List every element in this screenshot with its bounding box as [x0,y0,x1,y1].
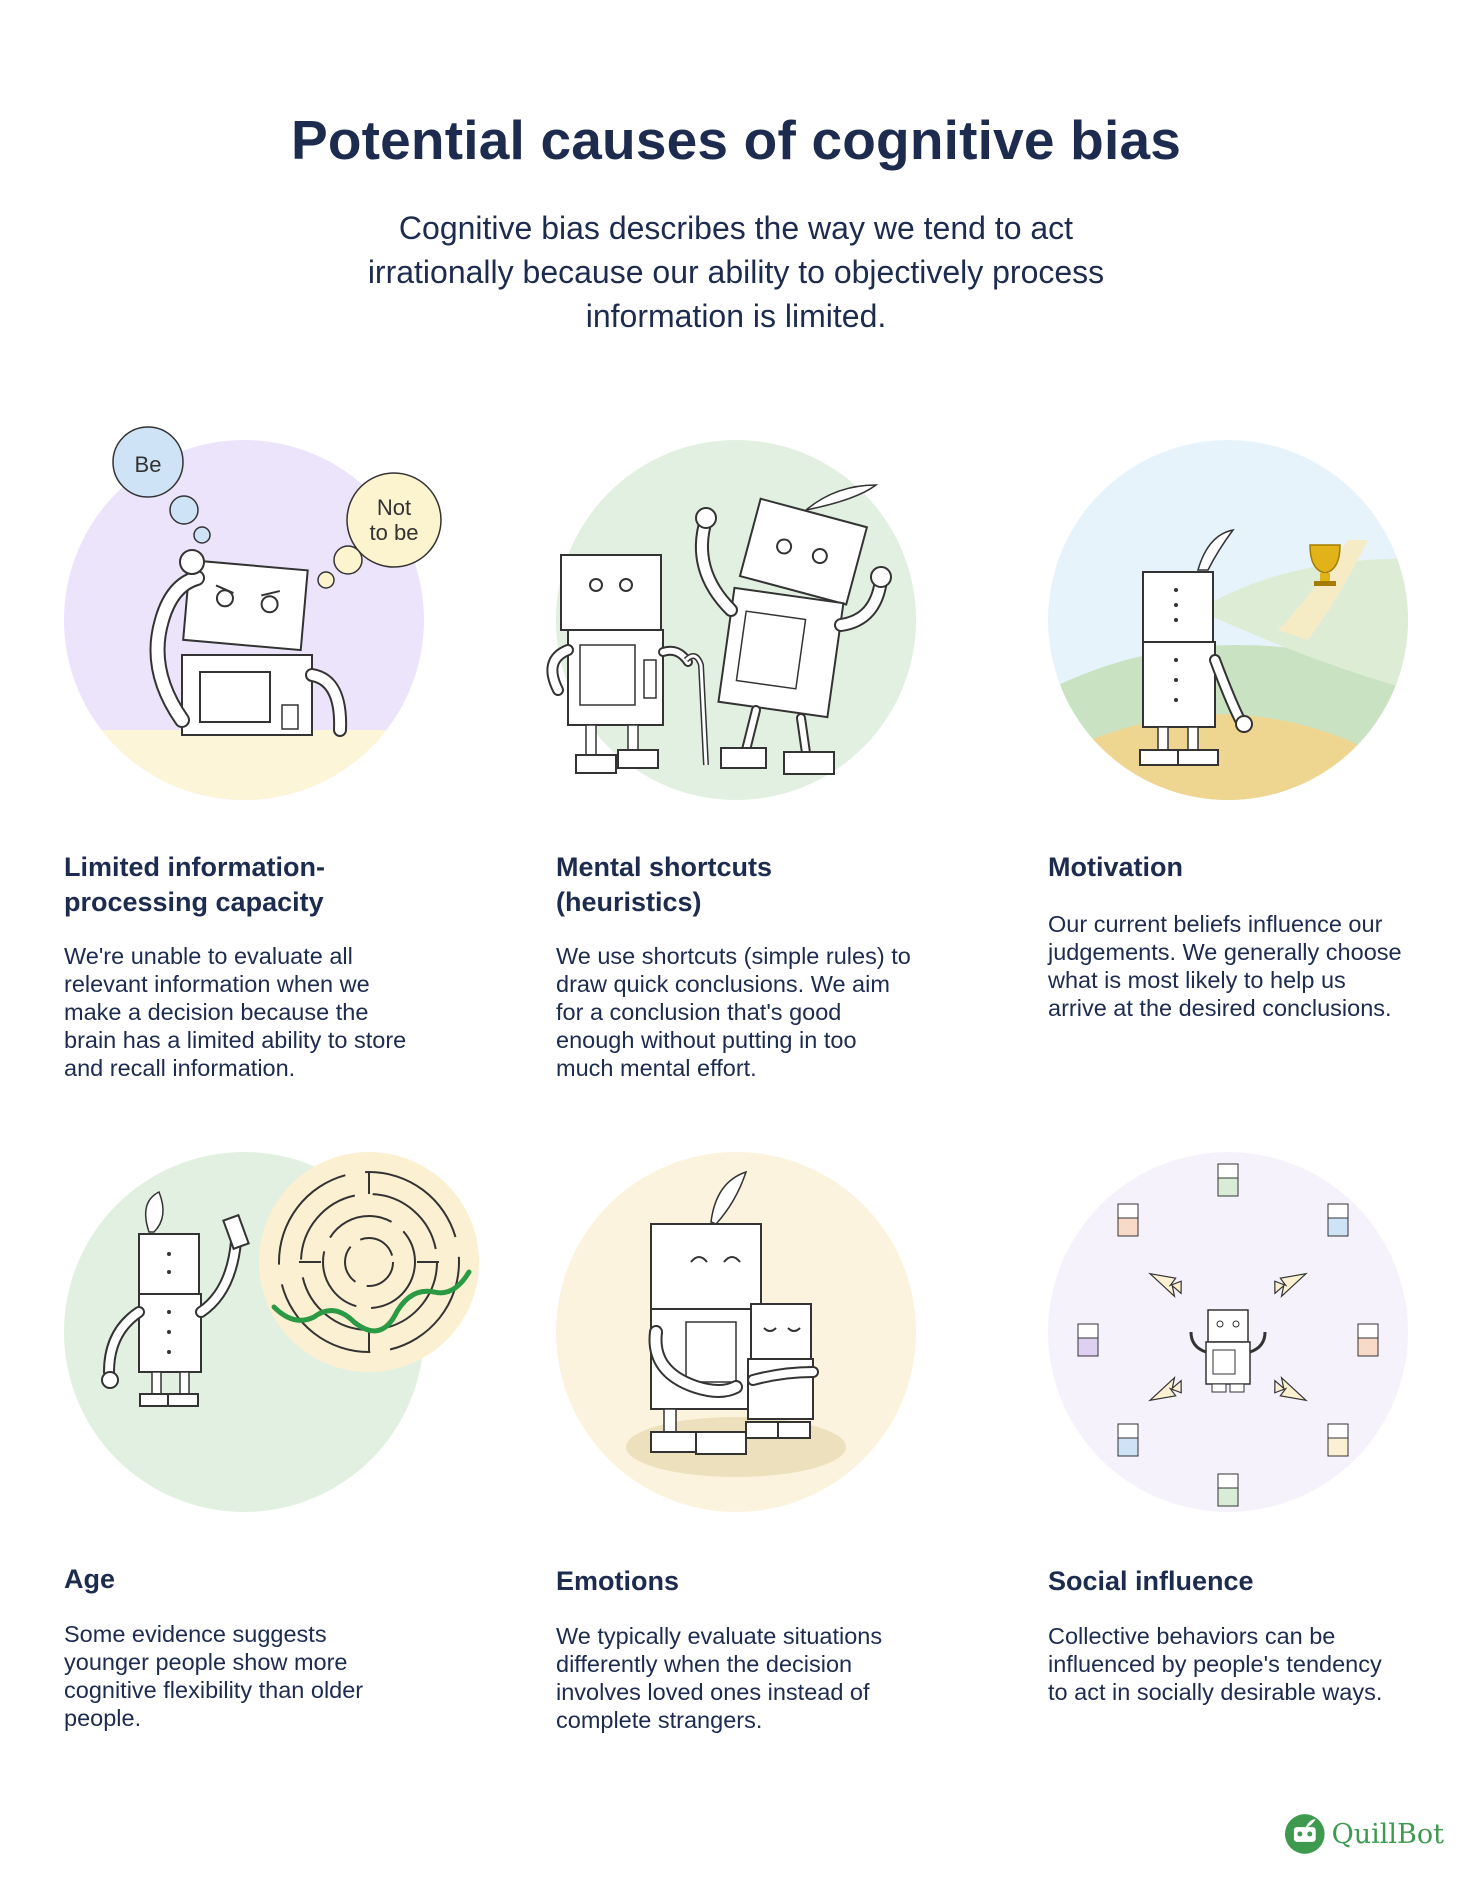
robots-crowd-illustration [1048,1132,1448,1532]
card-title: Mental shortcuts (heuristics) [556,852,773,917]
robot-thinking-icon: Be Not to be [64,426,442,800]
card-age: Age Some evidence suggests younger peopl… [64,1132,484,1732]
robot-trophy-illustration [1048,420,1448,820]
page-subtitle: Cognitive bias describes the way we tend… [367,210,1105,334]
robots-hugging-illustration [556,1132,956,1532]
brand-name: QuillBot [1331,1818,1444,1850]
card-text: We typically evaluate situations differe… [556,1623,883,1733]
quillbot-logo-icon [1284,1814,1325,1854]
card-title: Age [64,1564,116,1594]
card-title: Motivation [1048,852,1183,882]
trophy-hill-icon [1048,440,1408,800]
social-crowd-icon [1048,1152,1408,1512]
bubble-be-text: Be [135,452,162,477]
card-text: Our current beliefs influence our judgem… [1048,911,1402,1021]
page-title: Potential causes of cognitive bias [290,109,1182,171]
bubble-to-be-text: to be [370,520,419,545]
card-emotions: Emotions We typically evaluate situation… [556,1132,976,1733]
card-title: Social influence [1048,1566,1254,1596]
card-text: Some evidence suggests younger people sh… [64,1621,364,1731]
card-text: We use shortcuts (simple rules) to draw … [556,943,911,1081]
card-mental-shortcuts: Mental shortcuts (heuristics) We use sho… [546,420,976,1120]
robot-maze-illustration [64,1132,479,1532]
card-title: Emotions [556,1566,680,1596]
card-title: Limited information-processing capacity [64,852,325,917]
robots-walking-icon [546,440,916,800]
card-text: We're unable to evaluate all relevant in… [64,943,407,1081]
card-motivation: Motivation Our current beliefs influence… [1048,420,1468,1120]
robots-hugging-icon [556,1152,916,1512]
card-text: Collective behaviors can be influenced b… [1048,1623,1383,1705]
quillbot-logo[interactable]: QuillBot [1284,1812,1444,1856]
card-social-influence: Social influence Collective behaviors ca… [1048,1132,1468,1732]
robots-walking-illustration [546,420,956,820]
card-limited-capacity: Be Not to be Limited information-process… [64,420,484,1120]
bubble-not-text: Not [377,495,411,520]
robot-thinking-illustration: Be Not to be [64,420,464,820]
maze-icon [64,1152,479,1512]
